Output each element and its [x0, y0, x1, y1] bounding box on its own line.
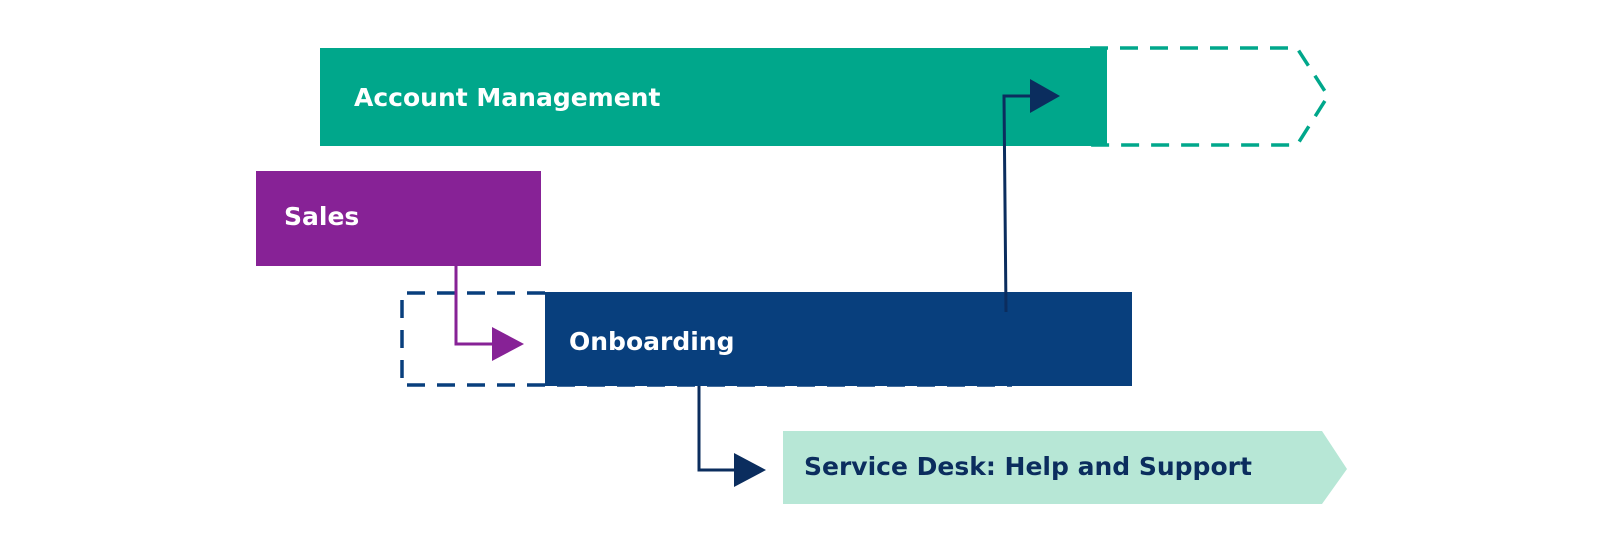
onboarding-label: Onboarding — [569, 327, 734, 356]
arrowhead-onboarding-to-service — [734, 453, 766, 487]
account-management-dashed-extension — [1090, 46, 1331, 147]
service-desk-label: Service Desk: Help and Support — [804, 452, 1252, 481]
service-desk-box — [783, 431, 1347, 504]
connector-onboarding-to-service — [697, 386, 736, 472]
arrowhead-sales-to-onboarding — [492, 327, 524, 361]
onboarding-box — [545, 292, 1132, 386]
sales-label: Sales — [284, 202, 359, 231]
connector-sales-to-onboarding — [454, 266, 494, 346]
arrowhead-onboarding-to-account — [1030, 79, 1060, 113]
account-management-label: Account Management — [354, 83, 660, 112]
connector-onboarding-to-account — [1002, 94, 1032, 313]
account-management-box — [320, 48, 1107, 146]
sales-box — [256, 171, 541, 266]
